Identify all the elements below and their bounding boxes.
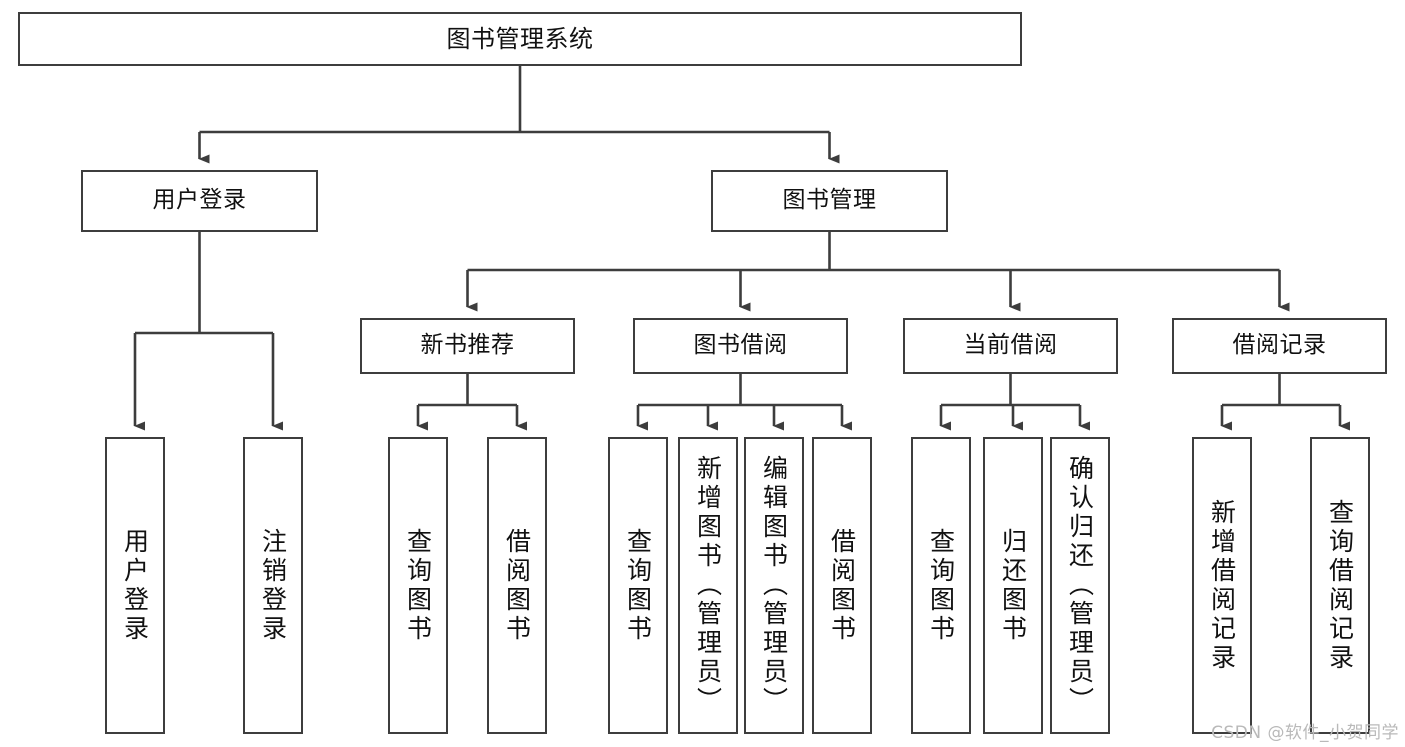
node-label: 用户登录 — [120, 527, 150, 644]
node-leaf-borrow-2[interactable]: 新增图书（管理员） — [678, 437, 738, 734]
node-label: 归还图书 — [998, 527, 1028, 644]
node-label: 注销登录 — [258, 527, 288, 644]
node-leaf-newbook-2[interactable]: 借阅图书 — [487, 437, 547, 734]
node-label: 图书借阅 — [693, 332, 788, 359]
node-label: 当前借阅 — [963, 332, 1058, 359]
node-label: 借阅图书 — [827, 527, 857, 644]
node-leaf-borrow-3[interactable]: 编辑图书（管理员） — [744, 437, 804, 734]
node-label: 新增借阅记录 — [1207, 498, 1237, 673]
node-label: 查询图书 — [926, 527, 956, 644]
node-label: 确认归还（管理员） — [1065, 455, 1095, 716]
node-leaf-current-2[interactable]: 归还图书 — [983, 437, 1043, 734]
node-leaf-borrow-1[interactable]: 查询图书 — [608, 437, 668, 734]
node-newbook[interactable]: 新书推荐 — [360, 318, 575, 374]
node-records[interactable]: 借阅记录 — [1172, 318, 1387, 374]
node-label: 查询图书 — [623, 527, 653, 644]
node-label: 查询图书 — [403, 527, 433, 644]
node-label: 新增图书（管理员） — [693, 455, 723, 716]
node-bookmgmt[interactable]: 图书管理 — [711, 170, 948, 232]
node-label: 编辑图书（管理员） — [759, 455, 789, 716]
node-leaf-current-3[interactable]: 确认归还（管理员） — [1050, 437, 1110, 734]
node-label: 图书管理 — [782, 187, 877, 214]
node-label: 图书管理系统 — [446, 24, 594, 53]
node-leaf-borrow-4[interactable]: 借阅图书 — [812, 437, 872, 734]
node-label: 借阅记录 — [1232, 332, 1327, 359]
node-login[interactable]: 用户登录 — [81, 170, 318, 232]
node-leaf-current-1[interactable]: 查询图书 — [911, 437, 971, 734]
node-root[interactable]: 图书管理系统 — [18, 12, 1022, 66]
node-label: 新书推荐 — [420, 332, 515, 359]
node-leaf-login-2[interactable]: 注销登录 — [243, 437, 303, 734]
node-label: 借阅图书 — [502, 527, 532, 644]
node-current[interactable]: 当前借阅 — [903, 318, 1118, 374]
watermark: CSDN @软件_小贺同学 — [1211, 723, 1399, 743]
node-leaf-records-1[interactable]: 新增借阅记录 — [1192, 437, 1252, 734]
node-label: 用户登录 — [152, 187, 247, 214]
node-leaf-records-2[interactable]: 查询借阅记录 — [1310, 437, 1370, 734]
node-leaf-newbook-1[interactable]: 查询图书 — [388, 437, 448, 734]
node-borrow[interactable]: 图书借阅 — [633, 318, 848, 374]
node-leaf-login-1[interactable]: 用户登录 — [105, 437, 165, 734]
node-label: 查询借阅记录 — [1325, 498, 1355, 673]
